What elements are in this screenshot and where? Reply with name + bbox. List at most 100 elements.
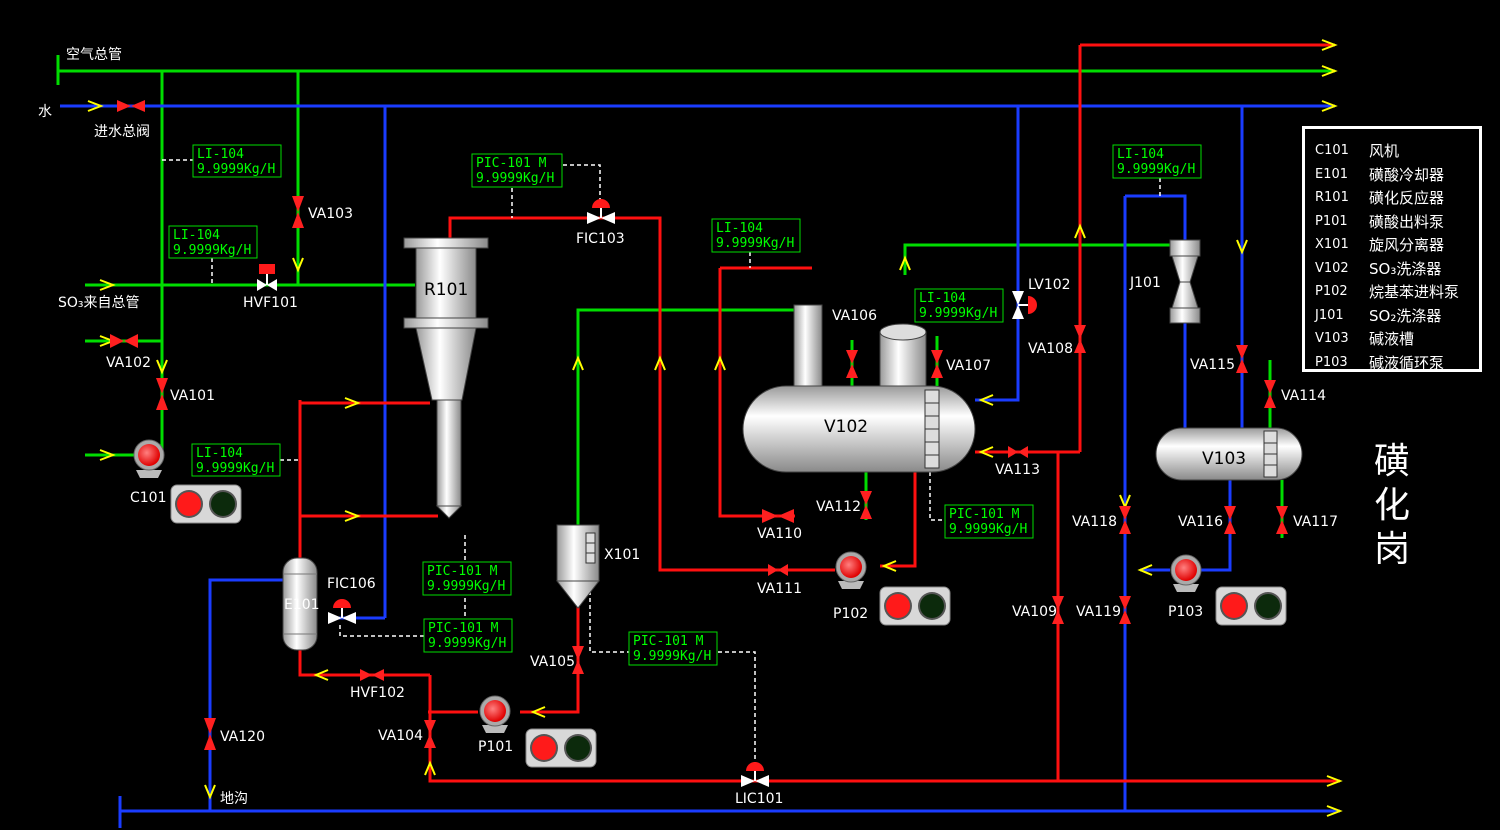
station-title: 磺 化 岗 (1372, 440, 1412, 572)
pump-p101[interactable]: P101 (478, 695, 513, 755)
legend-name: 磺化反应器 (1369, 189, 1445, 208)
tag-li-4[interactable]: LI-104 9.9999Kg/H (914, 288, 1004, 323)
p102-label: P102 (833, 606, 868, 622)
valve-va114[interactable]: VA114 (1264, 380, 1326, 408)
valve-va116[interactable]: VA116 (1178, 506, 1236, 534)
legend-name: SO₂洗涤器 (1369, 306, 1442, 325)
p101-status-panel[interactable] (525, 728, 597, 768)
tag-li-3-name: LI-104 (716, 221, 763, 236)
e101-label: E101 (284, 597, 320, 613)
valve-hvf102[interactable]: HVF102 (350, 669, 405, 701)
va120-label: VA120 (220, 729, 265, 745)
valve-hvf101[interactable]: HVF101 (243, 264, 298, 311)
valve-fic103[interactable]: FIC103 (576, 199, 625, 247)
va103-label: VA103 (308, 206, 353, 222)
station-title-char: 岗 (1373, 529, 1410, 570)
scrubber-j101[interactable]: J101 (1129, 239, 1201, 324)
valve-va104[interactable]: VA104 (378, 720, 436, 748)
tag-pic-1-value: 9.9999Kg/H (476, 171, 554, 186)
station-title-char: 化 (1373, 485, 1410, 526)
valve-va115[interactable]: VA115 (1190, 345, 1248, 373)
tag-li-3-value: 9.9999Kg/H (716, 236, 794, 251)
cooler-e101[interactable]: E101 (282, 557, 320, 651)
valve-va117[interactable]: VA117 (1276, 506, 1338, 534)
tag-pic-5[interactable]: PIC-101 M 9.9999Kg/H (944, 504, 1034, 539)
reactor-r101[interactable]: R101 (403, 237, 489, 519)
tag-pic-4[interactable]: PIC-101 M 9.9999Kg/H (628, 631, 718, 666)
tag-li-2[interactable]: LI-104 9.9999Kg/H (168, 225, 258, 259)
legend-item: J101 SO₂洗涤器 (1315, 304, 1479, 328)
valve-va120[interactable]: VA120 (204, 718, 265, 750)
water-main-valve[interactable]: 进水总阀 (94, 100, 150, 140)
fic106-label: FIC106 (327, 576, 376, 592)
tag-li-3[interactable]: LI-104 9.9999Kg/H (711, 218, 801, 253)
valve-va105[interactable]: VA105 (530, 646, 584, 674)
valve-va110[interactable]: VA110 (757, 509, 802, 542)
va114-label: VA114 (1281, 388, 1326, 404)
legend-name: 磺酸冷却器 (1369, 165, 1445, 184)
va108-label: VA108 (1028, 341, 1073, 357)
tag-pic-3-value: 9.9999Kg/H (428, 636, 506, 651)
valve-va108[interactable]: VA108 (1028, 325, 1086, 357)
valve-va103[interactable]: VA103 (292, 196, 353, 228)
tag-pic-3-name: PIC-101 M (428, 621, 499, 636)
valve-lv102[interactable]: LV102 (1012, 277, 1071, 319)
fic103-label: FIC103 (576, 231, 625, 247)
p103-status-panel[interactable] (1215, 586, 1287, 626)
valve-va113[interactable]: VA113 (995, 446, 1040, 478)
valve-va106[interactable]: VA106 (832, 308, 877, 378)
c101-status-panel[interactable] (170, 484, 242, 524)
pump-p102[interactable]: P102 (833, 551, 868, 622)
cyclone-x101[interactable]: X101 (555, 524, 640, 609)
so3-pipes (298, 43, 1340, 783)
va109-label: VA109 (1012, 604, 1057, 620)
va106-label: VA106 (832, 308, 877, 324)
p101-label: P101 (478, 739, 513, 755)
valve-va111[interactable]: VA111 (757, 564, 802, 597)
tag-pic-4-name: PIC-101 M (633, 634, 704, 649)
tag-pic-1[interactable]: PIC-101 M 9.9999Kg/H (471, 153, 563, 188)
tag-pic-3[interactable]: PIC-101 M 9.9999Kg/H (423, 618, 513, 653)
p102-status-panel[interactable] (879, 586, 951, 626)
va107-label: VA107 (946, 358, 991, 374)
va111-label: VA111 (757, 581, 802, 597)
valve-va102[interactable]: VA102 (106, 334, 151, 371)
pump-p103[interactable]: P103 (1168, 554, 1203, 620)
tag-li-5[interactable]: LI-104 9.9999Kg/H (1112, 144, 1202, 179)
tag-li-1[interactable]: LI-104 9.9999Kg/H (192, 144, 282, 178)
valve-va101[interactable]: VA101 (156, 378, 215, 410)
air-main-label: 空气总管 (66, 47, 122, 63)
valve-fic106[interactable]: FIC106 (327, 576, 376, 624)
legend-item: E101 磺酸冷却器 (1315, 163, 1479, 187)
tag-li-4-value: 9.9999Kg/H (919, 306, 997, 321)
pump-c101[interactable]: C101 (130, 439, 167, 506)
legend-name: 风机 (1369, 142, 1400, 161)
valve-va107[interactable]: VA107 (931, 350, 991, 378)
legend-code: P103 (1315, 354, 1348, 370)
tag-pic-2[interactable]: PIC-101 M 9.9999Kg/H (422, 561, 512, 596)
c101-label: C101 (130, 490, 167, 506)
valve-va112[interactable]: VA112 (816, 491, 872, 519)
tag-li-4-name: LI-104 (919, 291, 966, 306)
legend-code: J101 (1315, 307, 1344, 323)
hvf101-label: HVF101 (243, 295, 298, 311)
valve-va109[interactable]: VA109 (1012, 596, 1064, 624)
water-pipes (60, 104, 1340, 828)
tag-li-1-value: 9.9999Kg/H (197, 162, 275, 177)
tank-v103[interactable]: V103 (1155, 427, 1303, 481)
vessel-v102[interactable]: V102 (742, 304, 976, 473)
legend-code: E101 (1315, 166, 1349, 182)
valve-va118[interactable]: VA118 (1072, 506, 1131, 534)
tag-pic-1-name: PIC-101 M (476, 156, 547, 171)
tag-li-6[interactable]: LI-104 9.9999Kg/H (191, 443, 281, 477)
valve-va119[interactable]: VA119 (1076, 596, 1131, 624)
valve-lic101[interactable]: LIC101 (735, 762, 783, 807)
va101-label: VA101 (170, 388, 215, 404)
